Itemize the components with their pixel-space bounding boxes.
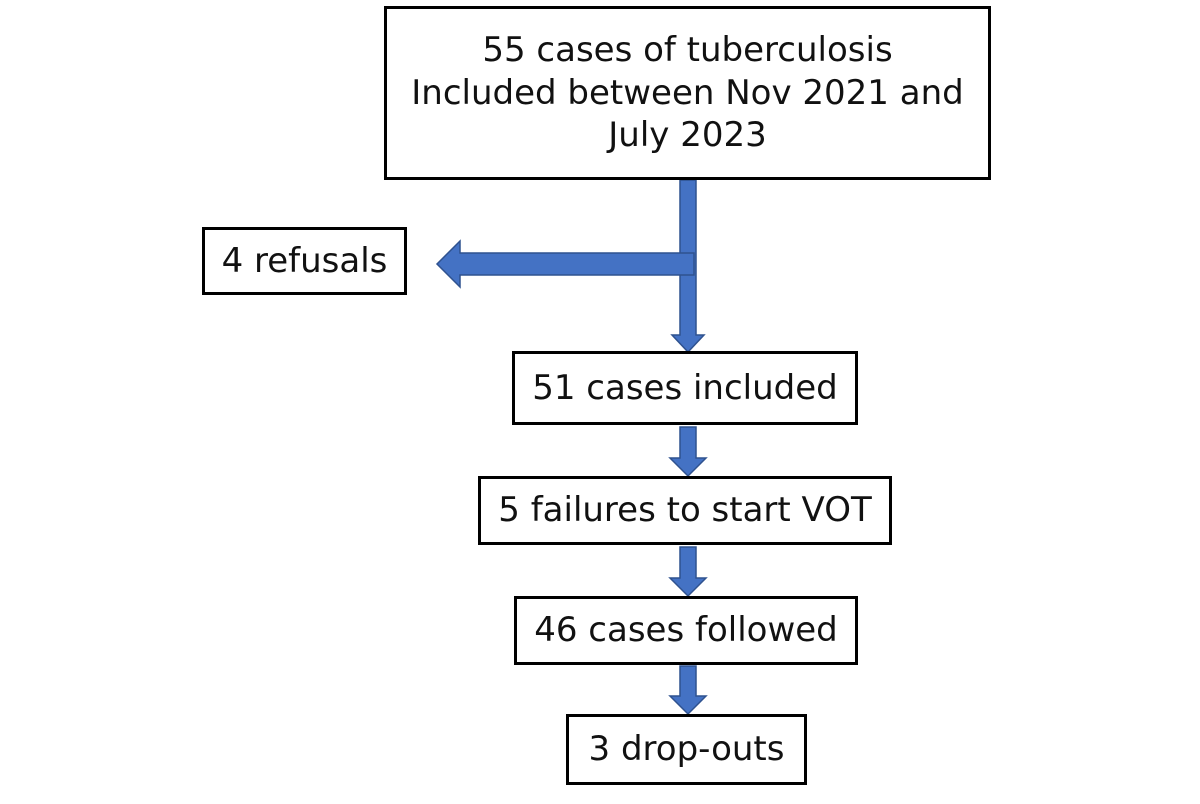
start-cases-line-2: Included between Nov 2021 and — [411, 72, 964, 113]
dropouts-box: 3 drop-outs — [566, 714, 807, 785]
refusals-box: 4 refusals — [202, 227, 407, 295]
branch-left-arrow — [435, 239, 695, 289]
followed-box: 46 cases followed — [514, 596, 858, 665]
included-to-failures-arrow — [668, 426, 708, 478]
failures-label: 5 failures to start VOT — [498, 490, 872, 531]
failures-to-followed-arrow — [668, 546, 708, 598]
followed-label: 46 cases followed — [534, 610, 838, 651]
dropouts-label: 3 drop-outs — [588, 729, 785, 770]
start-cases-line-3: July 2023 — [608, 115, 767, 156]
start-cases-line-1: 55 cases of tuberculosis — [482, 29, 893, 70]
included-label: 51 cases included — [532, 367, 838, 408]
included-box: 51 cases included — [512, 351, 858, 425]
refusals-label: 4 refusals — [221, 240, 388, 281]
start-cases-box: 55 cases of tuberculosis Included betwee… — [384, 6, 991, 180]
failures-box: 5 failures to start VOT — [478, 476, 892, 545]
followed-to-dropouts-arrow — [668, 665, 708, 716]
